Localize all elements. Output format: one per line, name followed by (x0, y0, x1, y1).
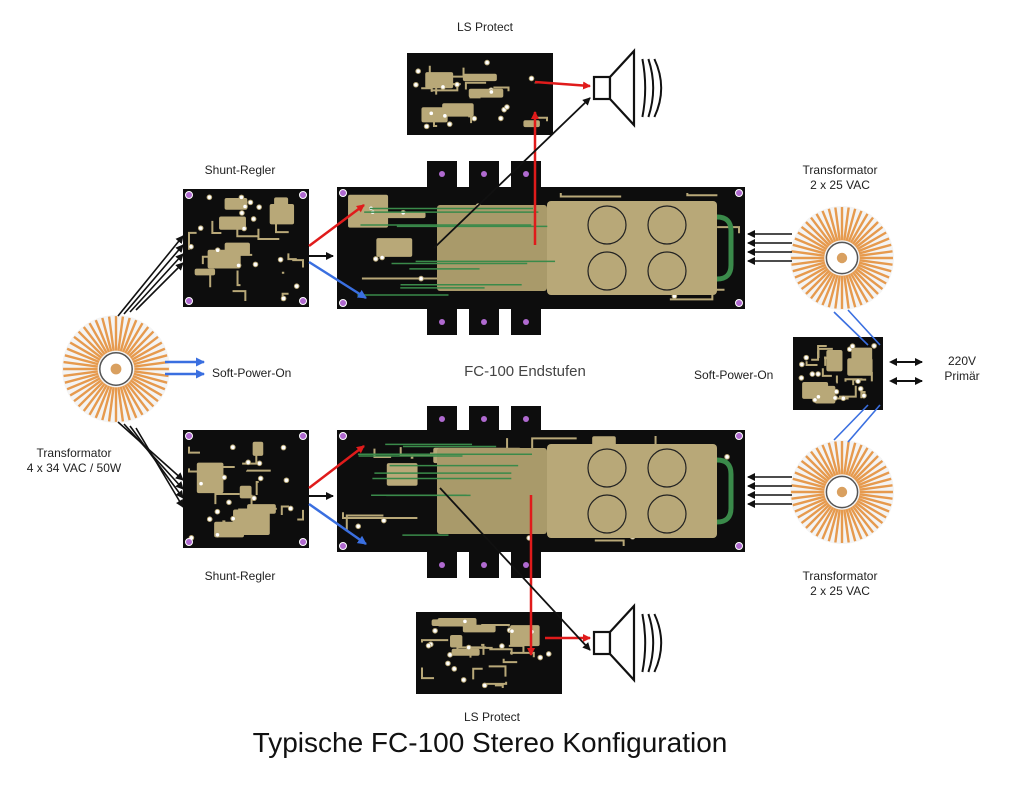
transformator-top-icon (790, 206, 894, 310)
shunt-regler-top-label: Shunt-Regler (204, 163, 276, 177)
arrow-shunt-top-blue (308, 260, 367, 300)
mains-line2: Primär (944, 369, 980, 383)
ls-protect-bottom-board (416, 612, 562, 694)
transformator-bottom-line2: 2 x 25 VAC (810, 584, 870, 598)
transformator-top-line2: 2 x 25 VAC (810, 178, 870, 192)
wire-softpower-trafo-2 (833, 404, 869, 441)
arrow-amp-bottom-to-speaker (439, 487, 591, 651)
shunt-regler-top-board (183, 189, 309, 307)
transformator-left-line2: 4 x 34 VAC / 50W (26, 461, 122, 475)
transformator-top-line1: Transformator (802, 163, 878, 177)
arrow-trafo-to-shunt-top-0 (117, 235, 184, 317)
arrow-ls-top-to-speaker (534, 80, 591, 90)
arrow-shunt-top-red (308, 203, 365, 248)
arrow-trafo-to-shunt-top-3 (135, 262, 184, 311)
ls-protect-bottom-label: LS Protect (463, 710, 521, 724)
heatsinks-top-lower (427, 309, 541, 335)
transformator-left-line1: Transformator (36, 446, 112, 460)
wire-softpower-trafo-0 (833, 311, 869, 346)
wire-softpower-trafo-3 (847, 404, 881, 443)
heatsinks-bottom-lower (427, 552, 541, 578)
shunt-regler-bottom-label: Shunt-Regler (204, 569, 276, 583)
ls-protect-top-label: LS Protect (456, 20, 514, 34)
heatsinks-top-upper (427, 161, 541, 187)
transformator-left-icon (62, 315, 170, 423)
speaker-top-icon (592, 48, 663, 128)
diagram-caption: Typische FC-100 Stereo Konfiguration (252, 727, 728, 758)
arrow-amp-top-to-speaker (433, 97, 591, 249)
transformator-top-label: Transformator 2 x 25 VAC (780, 163, 900, 193)
transformator-left-label: Transformator 4 x 34 VAC / 50W (14, 446, 134, 476)
ls-protect-top-board (407, 53, 553, 135)
speaker-bottom-icon (592, 603, 663, 683)
amp-board-top (337, 187, 745, 309)
heatsinks-bottom-upper (427, 406, 541, 432)
arrow-trafo-to-shunt-bottom-3 (135, 427, 184, 508)
wire-softpower-trafo-1 (847, 309, 881, 346)
shunt-regler-bottom-board (183, 430, 309, 548)
soft-power-on-left-label: Soft-Power-On (212, 366, 292, 380)
arrow-trafo-to-shunt-top-1 (123, 244, 184, 315)
arrow-trafo-to-shunt-top-2 (129, 253, 184, 313)
amp-board-bottom (337, 430, 745, 552)
transformator-bottom-line1: Transformator (802, 569, 878, 583)
mains-label: 220V Primär (932, 354, 992, 384)
soft-power-on-right-label: Soft-Power-On (694, 368, 774, 382)
mains-line1: 220V (947, 354, 977, 368)
soft-power-on-board (793, 337, 883, 410)
arrow-shunt-bottom-red (308, 445, 365, 489)
arrow-shunt-bottom-blue (308, 502, 367, 546)
transformator-bottom-icon (790, 440, 894, 544)
endstufen-label: FC-100 Endstufen (464, 363, 586, 380)
transformator-bottom-label: Transformator 2 x 25 VAC (780, 569, 900, 599)
